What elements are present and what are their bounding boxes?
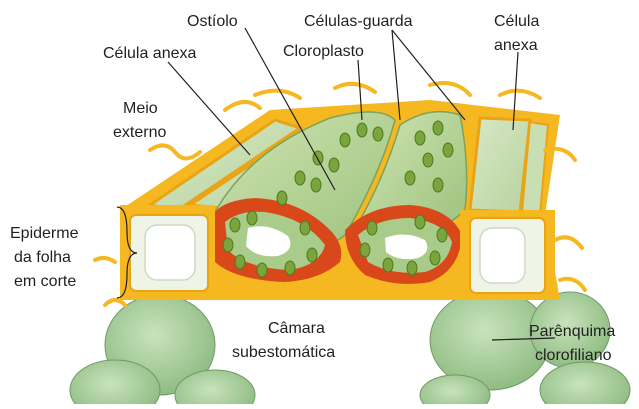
- label-camara-2: subestomática: [232, 344, 335, 361]
- label-camara-1: Câmara: [268, 320, 325, 337]
- label-celulas-guarda: Células-guarda: [304, 13, 413, 30]
- right-epidermal-cell-vacuole: [480, 228, 525, 283]
- label-meio-externo-1: Meio: [123, 100, 158, 117]
- left-epidermal-cell-vacuole: [145, 225, 195, 280]
- label-parenquima-2: clorofiliano: [535, 347, 612, 364]
- label-celula-anexa-left: Célula anexa: [103, 45, 197, 62]
- right-annex-cell: [470, 118, 530, 212]
- label-celula-anexa-right-1: Célula: [494, 13, 539, 30]
- label-epiderme-1: Epiderme: [10, 225, 79, 242]
- label-meio-externo-2: externo: [113, 124, 166, 141]
- label-celula-anexa-right-2: anexa: [494, 37, 538, 54]
- label-epiderme-2: da folha: [14, 249, 71, 266]
- label-epiderme-3: em corte: [14, 273, 76, 290]
- label-parenquima-1: Parênquima: [529, 323, 615, 340]
- label-cloroplasto: Cloroplasto: [283, 43, 364, 60]
- label-ostiolo: Ostíolo: [187, 13, 238, 30]
